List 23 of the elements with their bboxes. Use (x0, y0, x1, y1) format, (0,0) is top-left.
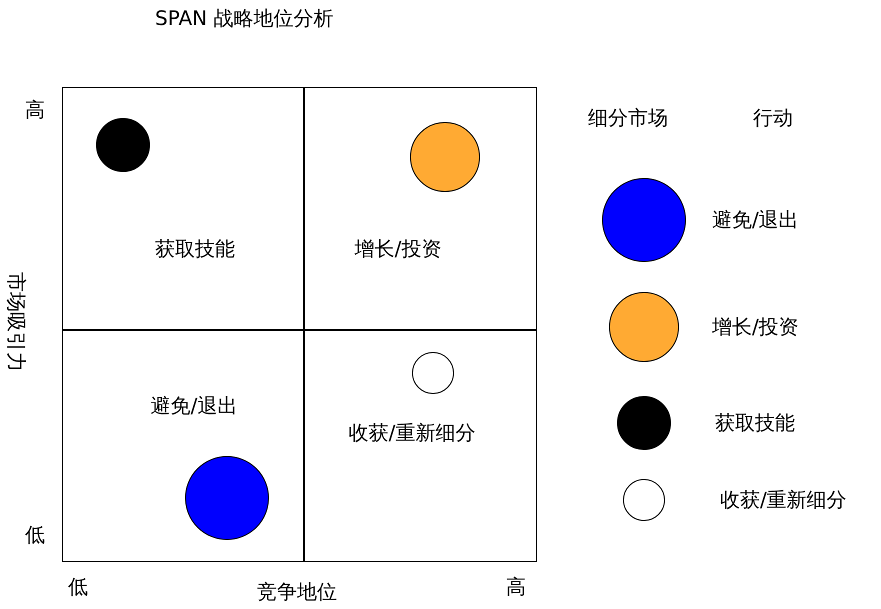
axis-label: 低 (25, 522, 45, 548)
legend-label: 增长/投资 (712, 314, 799, 340)
quadrant-box (303, 329, 537, 562)
legend-header: 行动 (753, 104, 793, 132)
quadrant-label: 收获/重新细分 (348, 420, 476, 446)
circle-marker (96, 118, 150, 172)
quadrant-label: 避免/退出 (150, 392, 238, 420)
axis-label: 低 (68, 574, 88, 600)
quadrant-label: 获取技能 (155, 236, 235, 262)
legend-label: 获取技能 (715, 410, 795, 436)
legend-header: 细分市场 (588, 104, 668, 132)
legend-label: 收获/重新细分 (720, 486, 847, 514)
legend-label: 避免/退出 (712, 206, 799, 234)
axis-label: 高 (506, 574, 526, 600)
chart-title: SPAN 战略地位分析 (155, 5, 334, 32)
quadrant-box (62, 329, 305, 562)
axis-title: 市场吸引力 (4, 272, 30, 372)
quadrant-box (62, 87, 305, 331)
quadrant-box (303, 87, 537, 331)
axis-title: 竞争地位 (257, 578, 337, 606)
quadrant-label: 增长/投资 (354, 236, 442, 262)
axis-label: 高 (25, 96, 45, 124)
circle-marker (412, 352, 454, 394)
